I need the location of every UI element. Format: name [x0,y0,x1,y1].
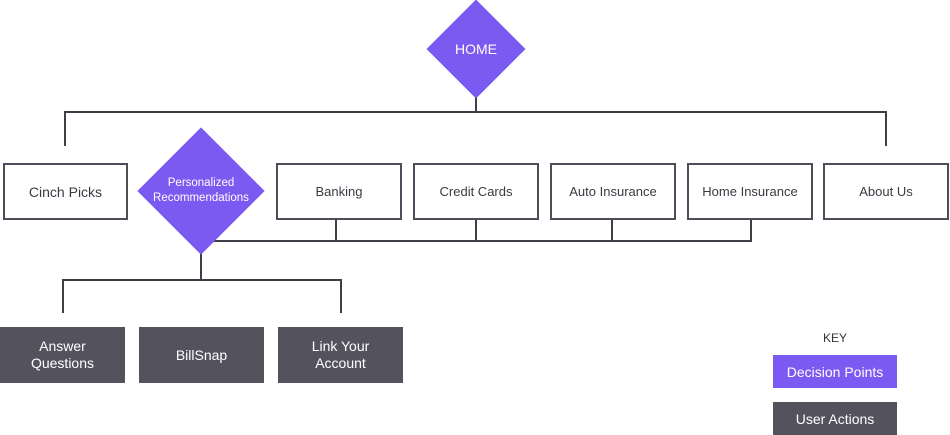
key-user-actions: User Actions [773,402,897,435]
key-decision-points-label: Decision Points [786,363,884,380]
nav-cinch-picks-label: Cinch Picks [28,183,103,200]
nav-auto-insurance[interactable]: Auto Insurance [550,163,676,220]
action-answer-questions[interactable]: Answer Questions [0,327,125,383]
action-link-your-account-label: Link Your Account [311,338,370,371]
key-title: KEY [822,331,847,345]
key-user-actions-label: User Actions [795,410,875,427]
action-billsnap[interactable]: BillSnap [139,327,264,383]
personalized-recommendations-label[interactable]: Personalized Recommendations [153,177,249,204]
nav-banking-label: Banking [315,184,363,199]
nav-credit-cards-label: Credit Cards [439,184,513,199]
nav-auto-insurance-label: Auto Insurance [569,184,657,199]
action-answer-questions-label: Answer Questions [30,338,95,371]
action-billsnap-label: BillSnap [175,346,228,363]
nav-home-insurance-label: Home Insurance [702,184,798,199]
nav-about-us[interactable]: About Us [823,163,949,220]
action-link-your-account[interactable]: Link Your Account [278,327,403,383]
nav-cinch-picks[interactable]: Cinch Picks [3,163,128,220]
nav-banking[interactable]: Banking [276,163,402,220]
nav-home-insurance[interactable]: Home Insurance [687,163,813,220]
key-decision-points: Decision Points [773,355,897,388]
nav-about-us-label: About Us [859,184,913,199]
home-label[interactable]: HOME [455,40,497,57]
nav-credit-cards[interactable]: Credit Cards [413,163,539,220]
